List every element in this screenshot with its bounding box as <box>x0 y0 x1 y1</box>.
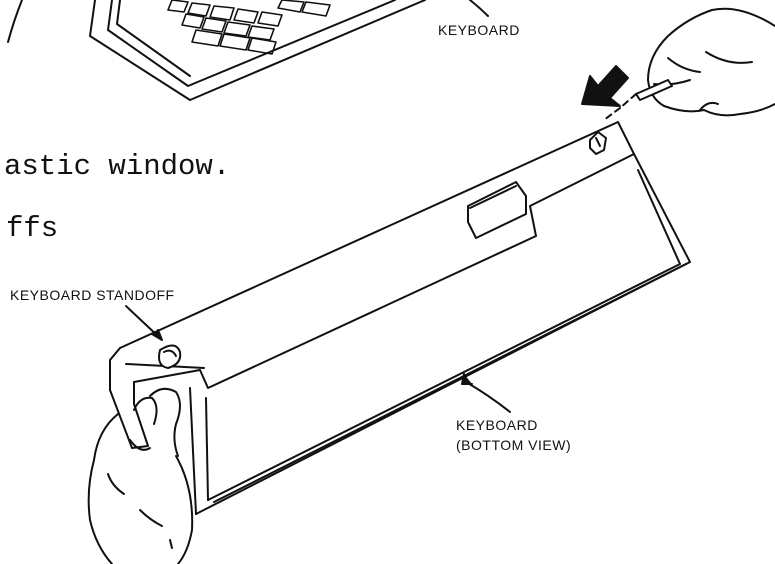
body-text-line-1: astic window. <box>4 150 230 183</box>
body-text-line-2: ffs <box>6 212 58 245</box>
keyboard-top-view <box>8 0 488 100</box>
keyboard-top-label: KEYBOARD <box>438 21 520 40</box>
keyboard-standoff-label: KEYBOARD STANDOFF <box>10 286 175 305</box>
bottom-view-leader-line <box>466 382 510 412</box>
left-hand <box>89 389 193 564</box>
direction-arrow-icon <box>582 66 628 106</box>
keyboard-bottom-view-label-line-1: KEYBOARD <box>456 416 538 435</box>
right-hand-with-tool <box>604 9 775 120</box>
keyboard-bottom-view-label-line-2: (BOTTOM VIEW) <box>456 436 571 455</box>
